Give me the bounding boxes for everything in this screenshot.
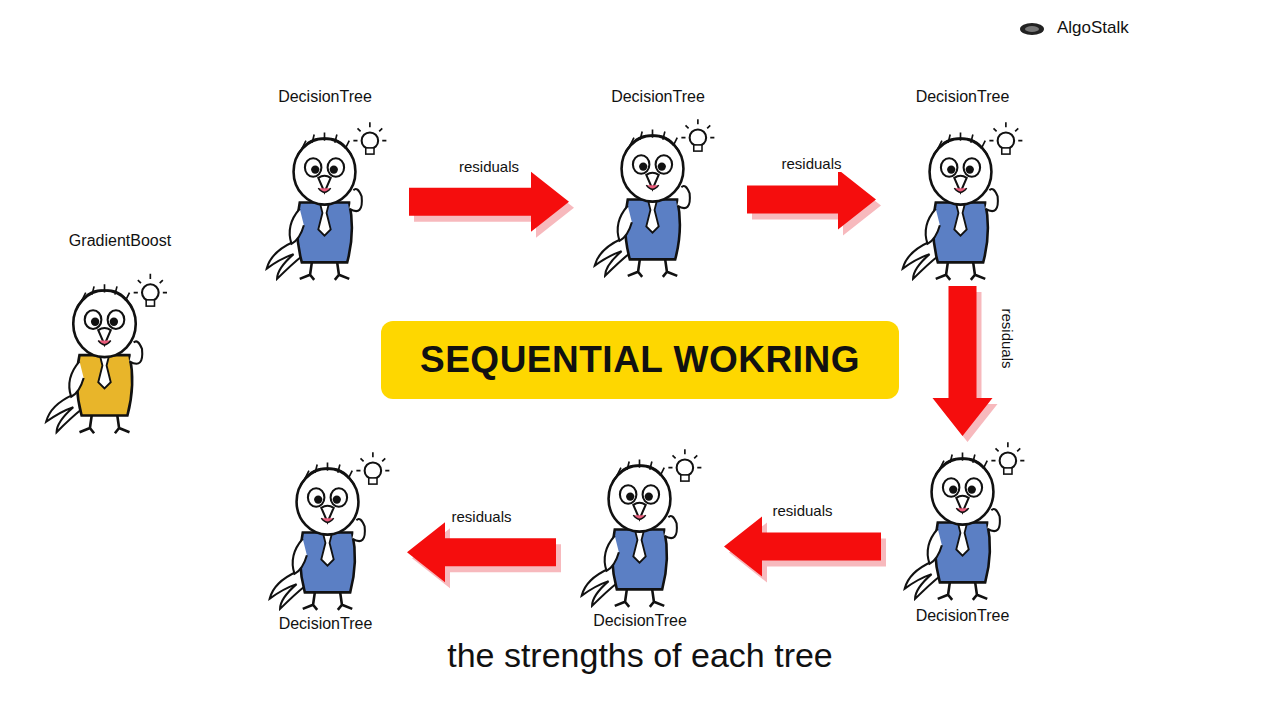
edge-label: residuals	[457, 158, 521, 175]
residual-arrow	[724, 517, 886, 583]
tree-figure: DecisionTree	[895, 438, 1030, 625]
tree-figure: DecisionTree	[890, 88, 1035, 284]
edge-label: residuals	[770, 502, 834, 519]
residual-arrow	[407, 522, 561, 588]
boost-figure: GradientBoost	[40, 232, 200, 444]
node-label: DecisionTree	[550, 612, 730, 630]
edge-label: residuals	[779, 155, 843, 172]
node-label: GradientBoost	[20, 232, 220, 250]
residual-arrow	[747, 169, 881, 235]
node-label: DecisionTree	[563, 88, 753, 106]
residual-arrow	[933, 286, 998, 442]
residual-arrow	[409, 172, 574, 238]
node-label: DecisionTree	[238, 615, 413, 633]
edge-label: residuals	[999, 306, 1016, 370]
tree-figure: DecisionTree	[583, 88, 733, 280]
watermark: AlgoStalk	[1057, 18, 1129, 38]
node-label: DecisionTree	[235, 88, 415, 106]
node-label: DecisionTree	[870, 88, 1055, 106]
tree-figure: DecisionTree	[570, 445, 710, 630]
edge-label: residuals	[449, 508, 513, 525]
caption: the strengths of each tree	[0, 636, 1280, 675]
tree-figure: DecisionTree	[255, 88, 395, 284]
node-label: DecisionTree	[875, 607, 1050, 625]
title-banner: SEQUENTIAL WOKRING	[381, 321, 899, 399]
tree-figure: DecisionTree	[258, 448, 393, 633]
banner-text: SEQUENTIAL WOKRING	[420, 339, 860, 381]
